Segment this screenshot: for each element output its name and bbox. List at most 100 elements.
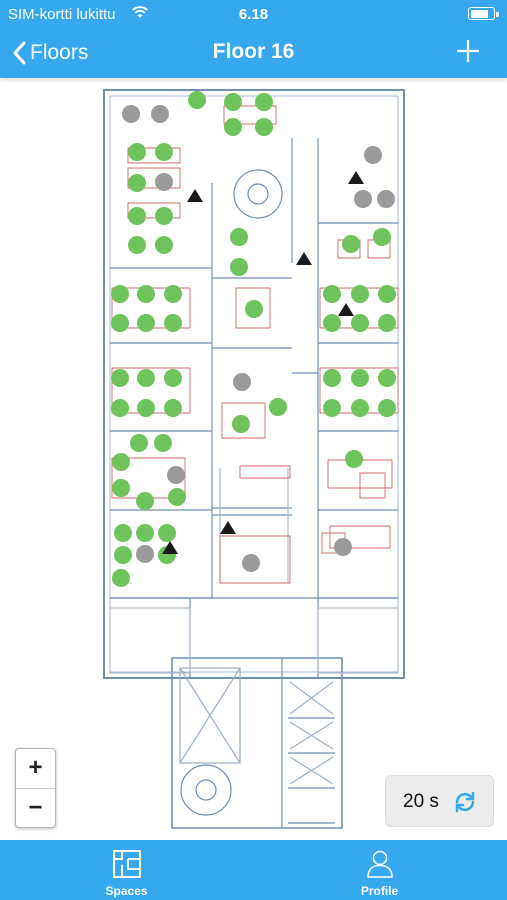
desk-available[interactable] bbox=[128, 207, 146, 225]
desk-available[interactable] bbox=[342, 235, 360, 253]
tab-bar: Spaces Profile bbox=[0, 840, 507, 900]
desk-available[interactable] bbox=[255, 93, 273, 111]
desk-available[interactable] bbox=[323, 314, 341, 332]
desk-available[interactable] bbox=[230, 258, 248, 276]
carrier-label: SIM-kortti lukittu bbox=[8, 6, 116, 23]
desk-available[interactable] bbox=[224, 93, 242, 111]
desk-available[interactable] bbox=[230, 228, 248, 246]
tab-profile-label: Profile bbox=[360, 884, 399, 898]
refresh-button[interactable]: 20 s bbox=[385, 775, 494, 827]
desk-available[interactable] bbox=[164, 314, 182, 332]
desk-available[interactable] bbox=[378, 399, 396, 417]
desk-available[interactable] bbox=[245, 300, 263, 318]
wifi-icon bbox=[132, 6, 148, 18]
desk-occupied[interactable] bbox=[136, 545, 154, 563]
desk-available[interactable] bbox=[112, 569, 130, 587]
desk-occupied[interactable] bbox=[242, 554, 260, 572]
desk-available[interactable] bbox=[351, 399, 369, 417]
desk-available[interactable] bbox=[323, 399, 341, 417]
desk-available[interactable] bbox=[345, 450, 363, 468]
desk-available[interactable] bbox=[128, 174, 146, 192]
zoom-in-button[interactable]: + bbox=[28, 754, 43, 781]
desk-available[interactable] bbox=[155, 207, 173, 225]
refresh-icon bbox=[455, 791, 475, 813]
desk-occupied[interactable] bbox=[334, 538, 352, 556]
desk-occupied[interactable] bbox=[122, 105, 140, 123]
desk-available[interactable] bbox=[111, 285, 129, 303]
desk-occupied[interactable] bbox=[155, 173, 173, 191]
location-marker[interactable] bbox=[162, 541, 178, 554]
desk-available[interactable] bbox=[188, 91, 206, 109]
desk-available[interactable] bbox=[378, 369, 396, 387]
tab-profile[interactable]: Profile bbox=[253, 840, 506, 900]
status-bar: SIM-kortti lukittu 6.18 bbox=[0, 0, 507, 28]
location-marker[interactable] bbox=[220, 521, 236, 534]
clock: 6.18 bbox=[238, 6, 269, 23]
desk-available[interactable] bbox=[137, 399, 155, 417]
battery-tip bbox=[496, 12, 499, 17]
back-label: Floors bbox=[30, 41, 89, 64]
desk-available[interactable] bbox=[112, 479, 130, 497]
location-marker[interactable] bbox=[338, 303, 354, 316]
desk-occupied[interactable] bbox=[151, 105, 169, 123]
desk-available[interactable] bbox=[164, 399, 182, 417]
desk-available[interactable] bbox=[114, 524, 132, 542]
location-marker[interactable] bbox=[187, 189, 203, 202]
desk-available[interactable] bbox=[114, 546, 132, 564]
desk-available[interactable] bbox=[136, 524, 154, 542]
plus-icon[interactable] bbox=[455, 38, 481, 64]
desk-available[interactable] bbox=[378, 314, 396, 332]
person-icon bbox=[367, 850, 393, 878]
desk-occupied[interactable] bbox=[233, 373, 251, 391]
desk-available[interactable] bbox=[111, 399, 129, 417]
desk-available[interactable] bbox=[164, 285, 182, 303]
desk-available[interactable] bbox=[323, 285, 341, 303]
desk-available[interactable] bbox=[112, 453, 130, 471]
desk-available[interactable] bbox=[154, 434, 172, 452]
floor-map[interactable] bbox=[0, 78, 507, 840]
desk-available[interactable] bbox=[137, 285, 155, 303]
desk-available[interactable] bbox=[130, 434, 148, 452]
desk-available[interactable] bbox=[351, 369, 369, 387]
desk-available[interactable] bbox=[155, 143, 173, 161]
floor-plan[interactable] bbox=[0, 78, 507, 840]
desk-available[interactable] bbox=[137, 314, 155, 332]
desk-available[interactable] bbox=[323, 369, 341, 387]
desk-available[interactable] bbox=[128, 143, 146, 161]
desk-occupied[interactable] bbox=[377, 190, 395, 208]
desk-occupied[interactable] bbox=[167, 466, 185, 484]
desk-available[interactable] bbox=[164, 369, 182, 387]
desk-available[interactable] bbox=[137, 369, 155, 387]
back-button[interactable]: Floors bbox=[12, 36, 88, 70]
tab-spaces-label: Spaces bbox=[105, 884, 148, 898]
desk-available[interactable] bbox=[111, 369, 129, 387]
tab-spaces[interactable]: Spaces bbox=[0, 840, 253, 900]
desk-available[interactable] bbox=[136, 492, 154, 510]
desk-available[interactable] bbox=[232, 415, 250, 433]
desk-available[interactable] bbox=[168, 488, 186, 506]
refresh-interval-label: 20 s bbox=[403, 791, 439, 812]
desk-available[interactable] bbox=[351, 285, 369, 303]
battery-icon bbox=[468, 7, 495, 20]
desk-available[interactable] bbox=[224, 118, 242, 136]
chevron-left-icon bbox=[13, 41, 26, 65]
desk-available[interactable] bbox=[255, 118, 273, 136]
desk-available[interactable] bbox=[158, 524, 176, 542]
page-title: Floor 16 bbox=[212, 40, 295, 63]
zoom-separator bbox=[16, 788, 55, 789]
desk-available[interactable] bbox=[269, 398, 287, 416]
floorplan-icon bbox=[113, 850, 141, 878]
zoom-out-button[interactable]: − bbox=[28, 794, 43, 821]
location-marker[interactable] bbox=[296, 252, 312, 265]
desk-available[interactable] bbox=[351, 314, 369, 332]
desk-occupied[interactable] bbox=[364, 146, 382, 164]
desk-occupied[interactable] bbox=[354, 190, 372, 208]
desk-available[interactable] bbox=[373, 228, 391, 246]
desk-available[interactable] bbox=[155, 236, 173, 254]
desk-available[interactable] bbox=[378, 285, 396, 303]
nav-bar: Floors Floor 16 bbox=[0, 28, 507, 78]
desk-available[interactable] bbox=[128, 236, 146, 254]
location-marker[interactable] bbox=[348, 171, 364, 184]
zoom-control: + − bbox=[15, 748, 56, 828]
desk-available[interactable] bbox=[111, 314, 129, 332]
